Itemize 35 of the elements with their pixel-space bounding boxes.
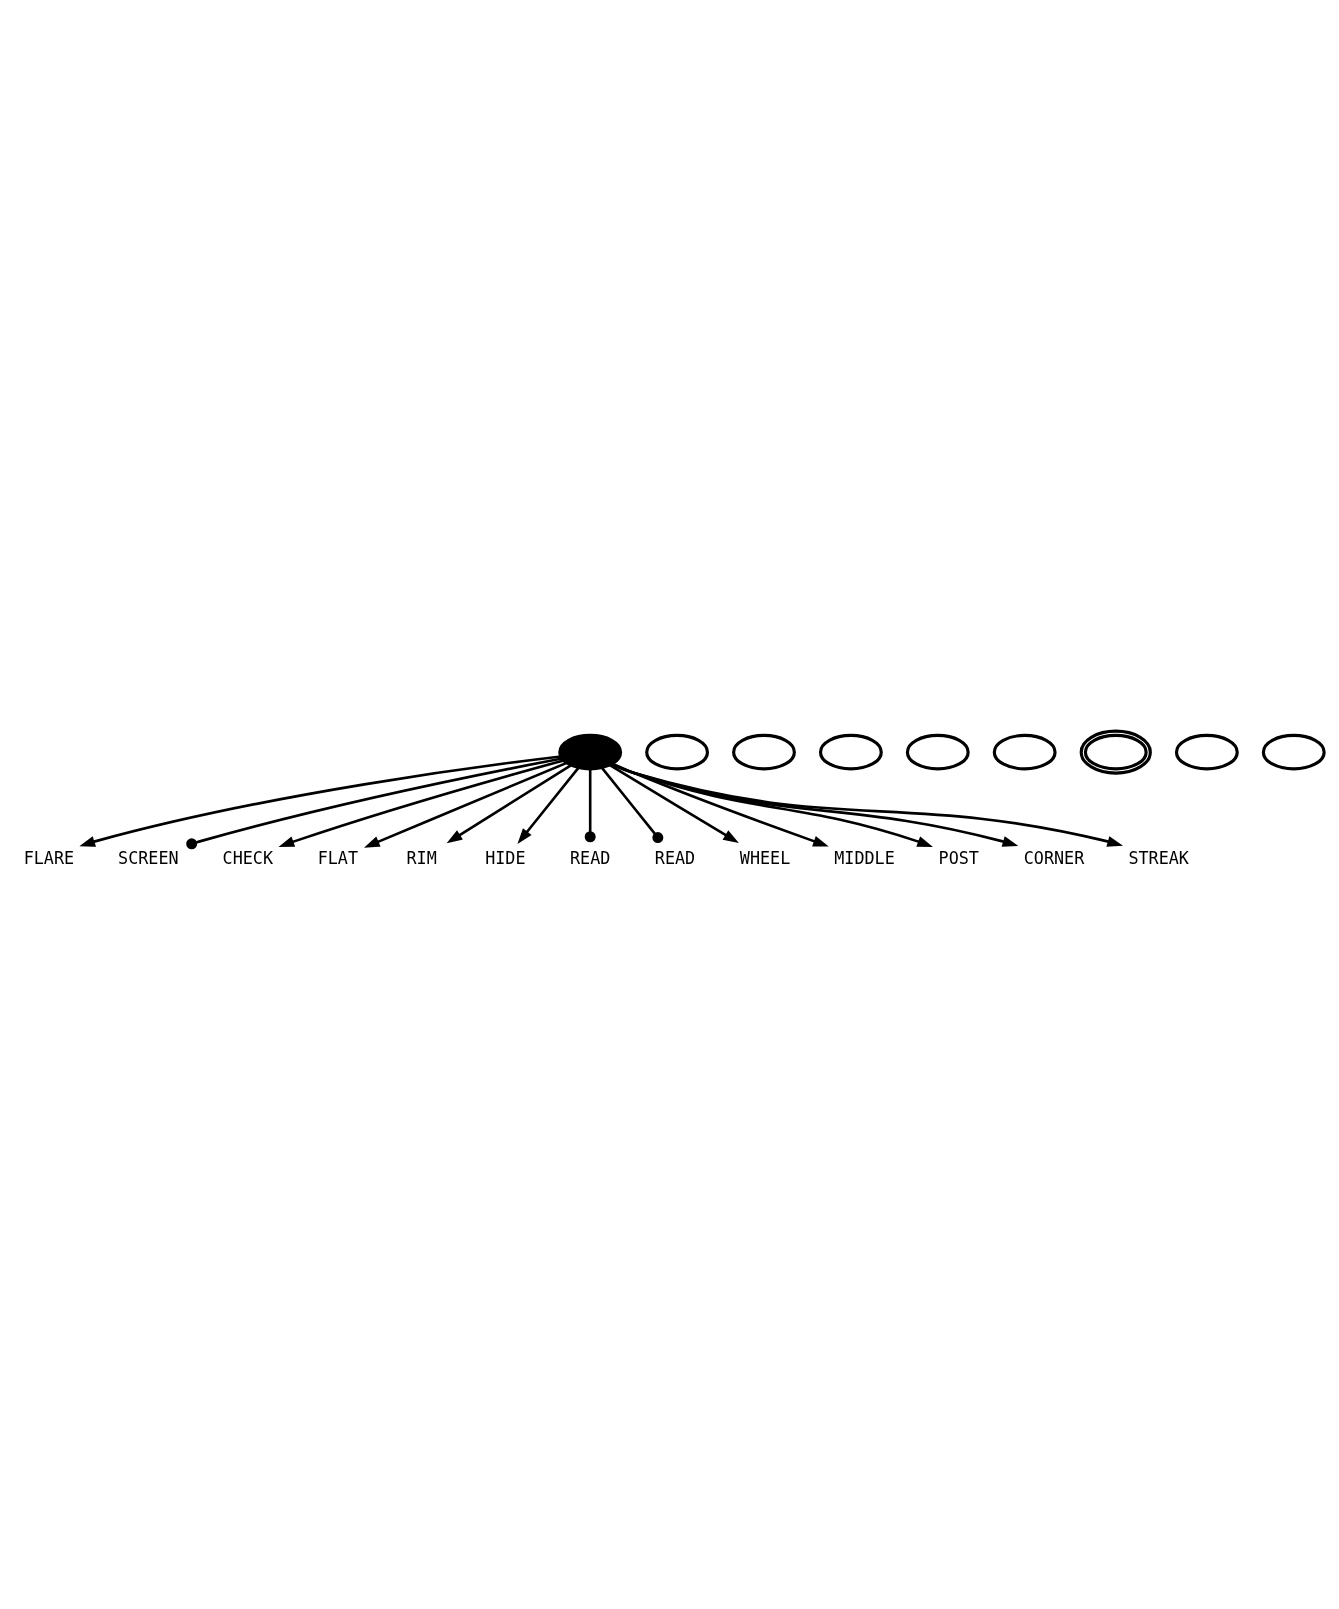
node-circle <box>732 733 796 770</box>
arrow <box>611 762 1019 847</box>
node-circle <box>992 733 1057 770</box>
node-text: READ <box>570 847 611 868</box>
arrow <box>517 766 580 844</box>
node-text: HIDE <box>485 847 526 868</box>
node-circle <box>1261 733 1326 770</box>
arrow <box>611 762 1123 847</box>
arrow <box>363 761 568 848</box>
arrow <box>79 754 561 847</box>
node-text: SCREEN <box>118 847 179 868</box>
node-circle <box>1079 729 1152 775</box>
node-text: WHEEL <box>739 847 791 868</box>
node-text: FLAT <box>317 847 359 868</box>
node-circle <box>1174 733 1239 770</box>
node-text: CORNER <box>1023 847 1085 868</box>
connector <box>584 768 596 842</box>
connector <box>600 766 664 843</box>
node-circle <box>818 733 883 770</box>
arrow <box>278 758 564 847</box>
arrow <box>611 761 829 846</box>
node-text: CHECK <box>222 847 274 868</box>
node-text: MIDDLE <box>834 847 895 868</box>
arrow <box>446 763 572 843</box>
node-text: FLARE <box>23 847 75 868</box>
node-text: READ <box>654 847 696 868</box>
node-circle <box>558 733 623 770</box>
node-text: RIM <box>406 847 437 868</box>
connector <box>186 756 563 849</box>
arrow <box>611 762 933 847</box>
node-text: POST <box>938 847 979 868</box>
node-text: STREAK <box>1128 847 1189 868</box>
node-circle <box>645 733 710 770</box>
arrow <box>609 763 739 843</box>
node-circle <box>905 733 970 770</box>
